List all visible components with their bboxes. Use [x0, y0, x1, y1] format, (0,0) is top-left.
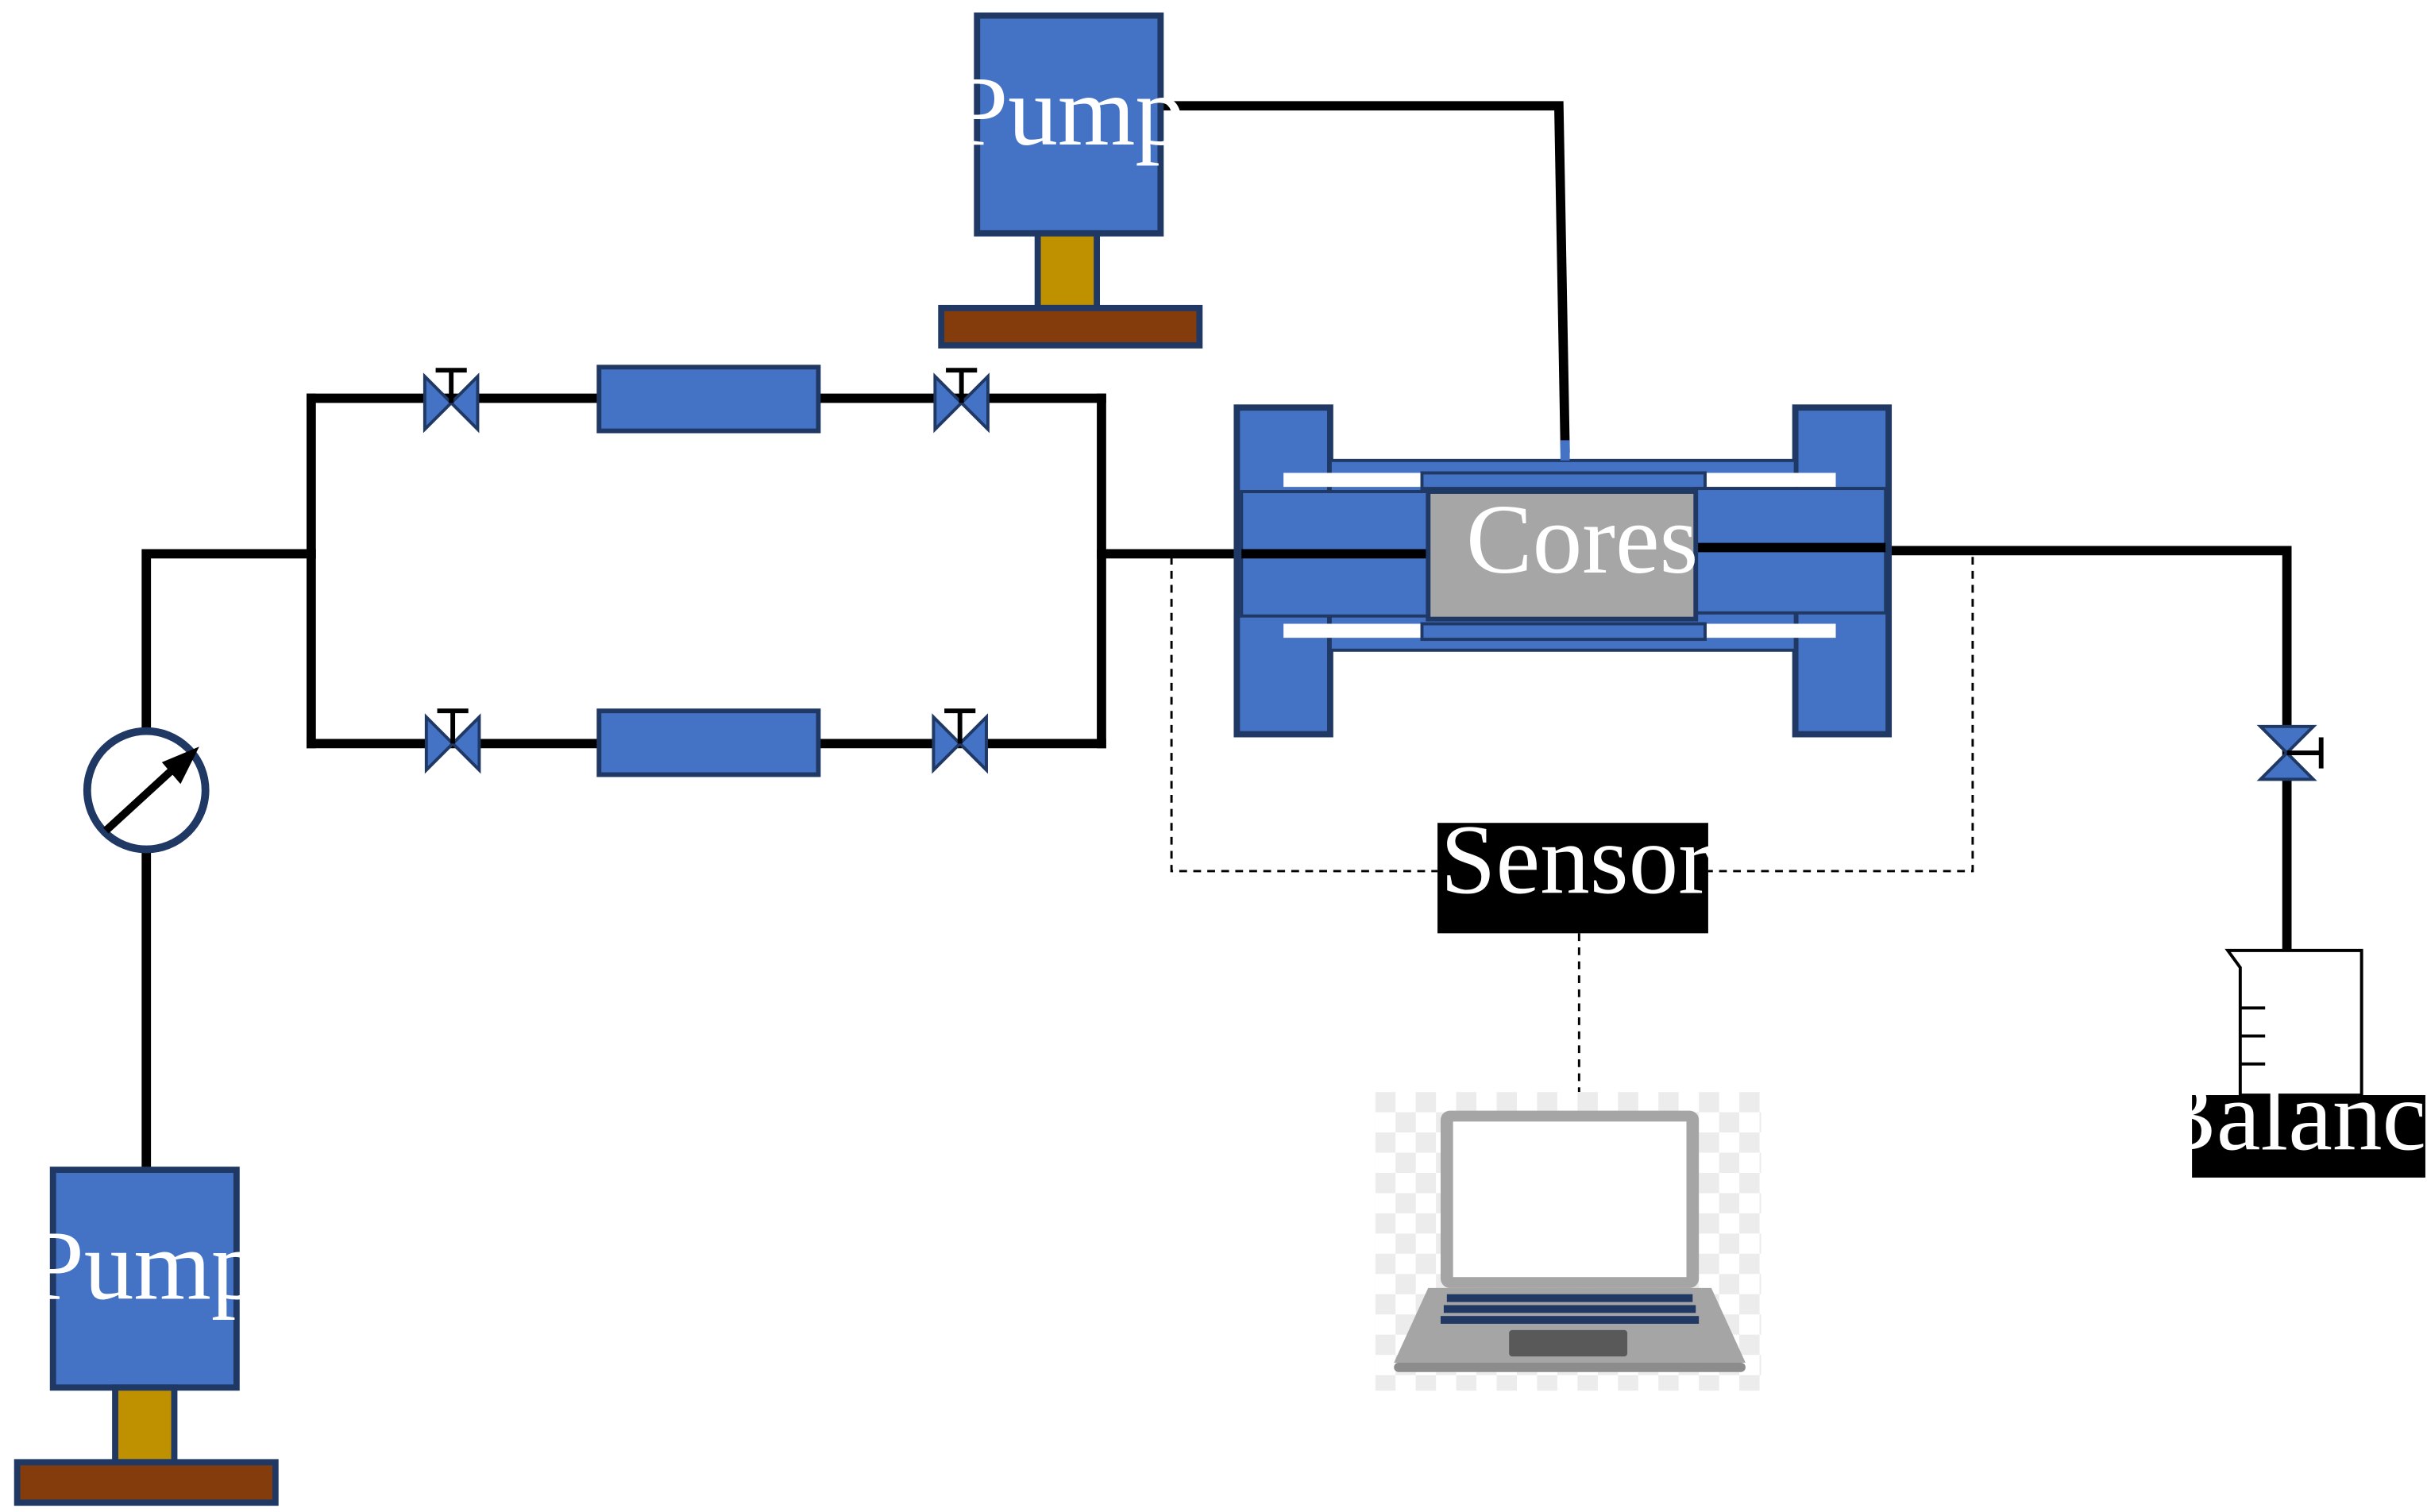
valve-icon [933, 368, 990, 434]
valve-icon [932, 708, 988, 774]
pump-top-base [938, 304, 1203, 349]
valve-icon [424, 708, 481, 774]
cores-sample [1426, 489, 1699, 622]
sensor-label: Sensor [1441, 804, 1711, 915]
pump-bottom: Pump [14, 1167, 279, 1506]
pump-top: Pump [938, 12, 1203, 349]
pump-bottom-stem [112, 1384, 178, 1466]
laptop-icon [1375, 1092, 1761, 1391]
pump-bottom-base [14, 1459, 279, 1506]
valve-icon [423, 368, 480, 434]
signal-lines [1170, 557, 1974, 1093]
sensor-box [1437, 823, 1708, 934]
balance-box [2192, 1095, 2425, 1178]
piston-container-top [596, 364, 821, 434]
pipe-network [141, 101, 2292, 1174]
core-holder: Cores [1233, 404, 1893, 738]
pump-bottom-body [49, 1167, 240, 1391]
valve-icon [2256, 724, 2324, 781]
cores-label: Cores [1466, 484, 1698, 595]
pump-bottom-label: Pump [29, 1211, 261, 1321]
pump-top-label: Pump [953, 56, 1186, 167]
pressure-gauge-icon [83, 727, 210, 854]
pump-top-stem [1034, 230, 1101, 311]
piston-container-bottom [596, 708, 821, 777]
balance-label: Balance [2150, 1062, 2427, 1172]
